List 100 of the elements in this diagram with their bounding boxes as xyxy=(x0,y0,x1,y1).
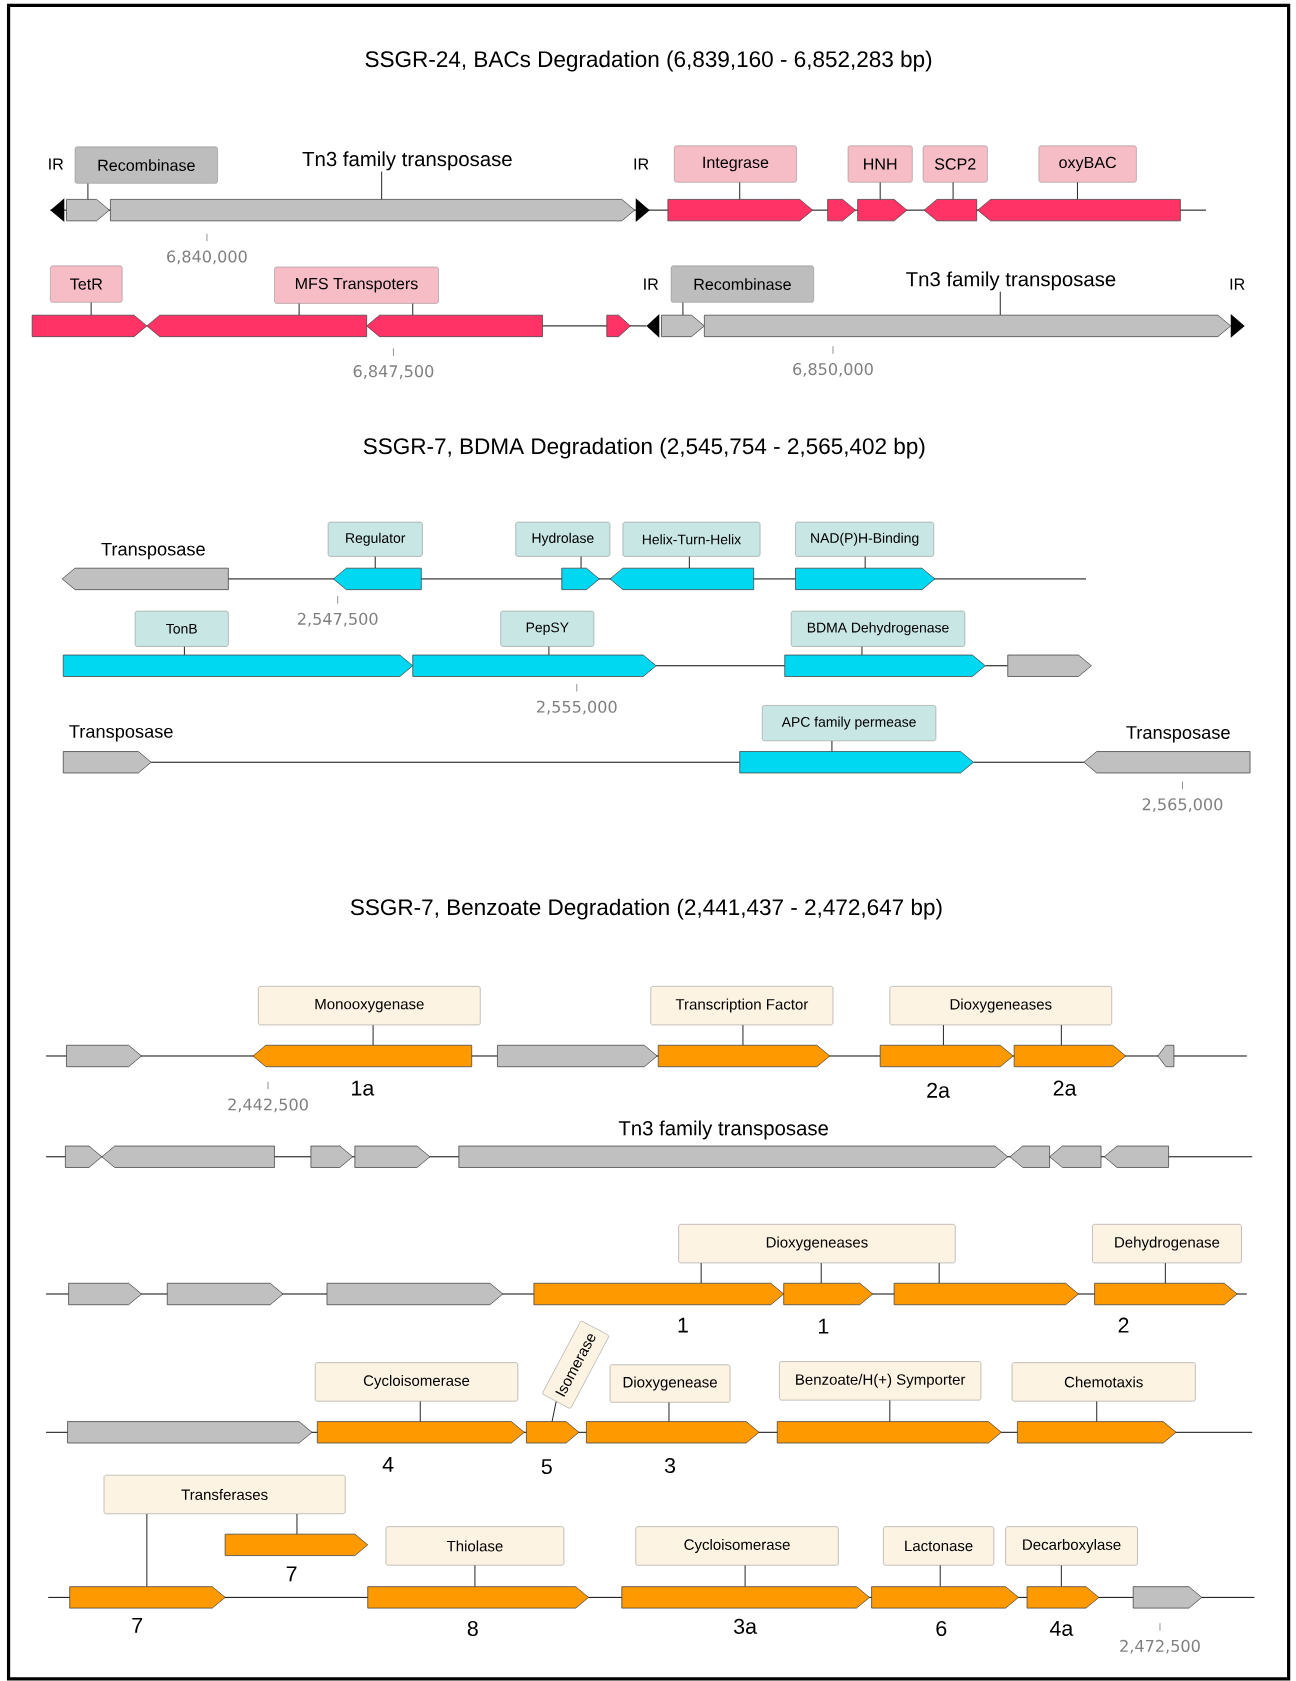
gene-block xyxy=(310,1145,354,1168)
leader-line xyxy=(580,556,582,569)
gene-block xyxy=(62,654,414,677)
gene-block xyxy=(795,567,936,590)
gene-name: Transposase xyxy=(101,542,205,560)
gene-block xyxy=(739,751,974,774)
gene-number: 4 xyxy=(382,1457,394,1472)
leader-line xyxy=(688,556,690,569)
position-tick: 2,555,000 xyxy=(536,683,617,715)
gene-number: 8 xyxy=(467,1620,478,1637)
position-tick: 6,850,000 xyxy=(793,345,873,377)
label-box: Benzoate/H(+) Symporter xyxy=(779,1361,982,1401)
label-box: APC family permease xyxy=(761,705,937,742)
leader-line xyxy=(700,1262,702,1284)
gene-block xyxy=(166,1282,284,1306)
leader-line xyxy=(739,182,741,200)
gene-block xyxy=(657,1044,831,1068)
leader-line xyxy=(551,1401,557,1422)
gene-block xyxy=(1157,1044,1175,1068)
gene-number: 7 xyxy=(286,1566,297,1582)
label-box: PepSY xyxy=(500,610,595,647)
gene-block xyxy=(893,1282,1079,1306)
label-box: Hydrolase xyxy=(515,521,611,557)
gene-block xyxy=(64,1145,103,1168)
label-box: Recombinase xyxy=(670,265,814,303)
label-box: Recombinase xyxy=(74,146,218,184)
leader-line xyxy=(879,182,881,200)
gene-block xyxy=(31,314,148,337)
gene-number: 5 xyxy=(541,1459,552,1475)
leader-line xyxy=(939,1565,941,1587)
gene-name: Tn3 family transposase xyxy=(618,1120,828,1140)
gene-block xyxy=(333,567,422,590)
leader-line xyxy=(412,303,414,316)
gene-block xyxy=(776,1421,1002,1444)
gene-number: 2a xyxy=(1053,1080,1077,1096)
gene-block xyxy=(1016,1421,1177,1444)
label-box: Monooxygenase xyxy=(258,986,481,1026)
leader-line xyxy=(889,1399,891,1422)
label-box: Transferases xyxy=(103,1474,346,1514)
leader-line xyxy=(1060,1024,1062,1046)
label-box: Helix-Turn-Helix xyxy=(622,521,761,557)
position-tick: 2,547,500 xyxy=(297,595,378,627)
gene-block xyxy=(606,314,631,337)
label-box: Integrase xyxy=(674,145,797,183)
gene-block xyxy=(67,1421,313,1444)
ir-label: IR xyxy=(1230,278,1245,290)
label-box: Transcription Factor xyxy=(650,986,834,1026)
gene-name: Transposase xyxy=(1126,726,1230,743)
leader-line xyxy=(374,556,376,569)
leader-line xyxy=(999,291,1001,316)
leader-line xyxy=(1096,1401,1098,1422)
gene-block xyxy=(66,1044,142,1068)
gene-block xyxy=(1103,1145,1169,1168)
label-box: MFS Transpoters xyxy=(274,266,439,304)
label-box: BDMA Dehydrogenase xyxy=(790,610,966,647)
gene-block xyxy=(1049,1145,1102,1168)
gene-block xyxy=(1132,1586,1203,1609)
gene-label: Tn3 family transposase xyxy=(906,271,1116,291)
leader-line xyxy=(183,646,185,656)
gene-number: 2a xyxy=(927,1082,950,1098)
leader-line xyxy=(381,171,383,200)
gene-block xyxy=(667,199,813,222)
gene-block xyxy=(146,314,367,337)
leader-line xyxy=(1164,1262,1166,1284)
label-box: Decarboxylase xyxy=(1005,1526,1138,1566)
gene-name: Transposase xyxy=(69,725,173,742)
ir-label: IR xyxy=(634,158,649,170)
gene-block xyxy=(784,654,986,677)
leader-line xyxy=(831,740,833,752)
leader-line xyxy=(861,646,863,656)
gene-number: 2 xyxy=(1118,1317,1129,1333)
label-box: Dioxygenease xyxy=(609,1364,731,1403)
gene-block xyxy=(68,1282,142,1306)
ir-label: IR xyxy=(644,278,658,290)
leader-line xyxy=(1060,1565,1062,1587)
gene-number: 7 xyxy=(132,1617,143,1633)
gene-number: 6 xyxy=(936,1620,947,1637)
gene-block xyxy=(1007,654,1092,677)
leader-line xyxy=(942,1024,944,1046)
label-box: Chemotaxis xyxy=(1011,1362,1196,1402)
label-box: HNH xyxy=(847,145,913,183)
leader-line xyxy=(820,1262,822,1284)
leader-line xyxy=(474,1565,476,1587)
leader-line xyxy=(372,1024,374,1046)
leader-line xyxy=(548,646,550,656)
gene-block xyxy=(923,199,977,222)
label-box: Lactonase xyxy=(883,1526,994,1566)
label-box: Cycloisomerase xyxy=(314,1362,518,1402)
gene-block xyxy=(609,567,754,590)
gene-block xyxy=(326,1282,504,1306)
leader-line xyxy=(298,303,300,316)
leader-line xyxy=(864,556,866,569)
leader-line xyxy=(419,1401,421,1422)
label-box: Dioxygeneases xyxy=(678,1224,956,1264)
gene-label: Tn3 family transposase xyxy=(302,151,512,171)
label-box: oxyBAC xyxy=(1038,145,1137,183)
gene-number: 3a xyxy=(733,1618,757,1634)
gene-number: 4a xyxy=(1049,1621,1074,1636)
leader-line xyxy=(90,302,92,316)
gene-block xyxy=(497,1044,658,1068)
